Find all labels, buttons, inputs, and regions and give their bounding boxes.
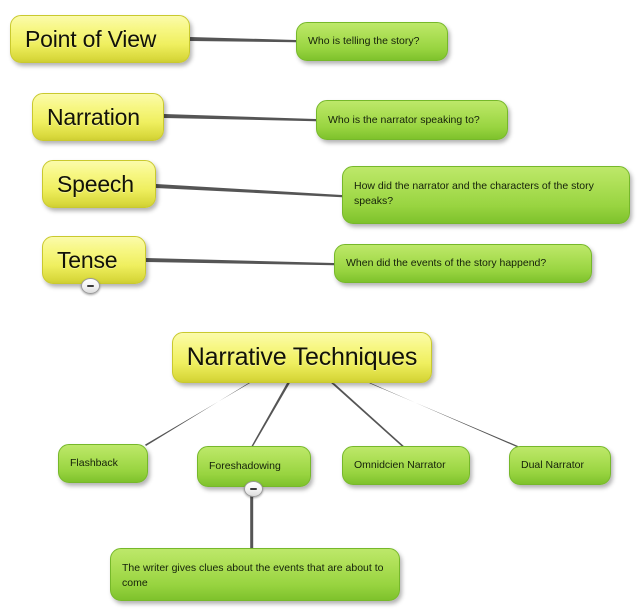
minus-icon — [87, 285, 94, 287]
connector-narration — [164, 114, 316, 122]
topic-node-narration[interactable]: Narration — [32, 93, 164, 141]
minus-icon — [250, 488, 257, 490]
question-node-speech[interactable]: How did the narrator and the characters … — [342, 166, 630, 224]
technique-label: Omnidcien Narrator — [354, 459, 446, 471]
connector-central-omnidcien — [330, 382, 406, 450]
connector-central-dual — [366, 381, 518, 448]
topic-label: Speech — [57, 170, 134, 197]
technique-node-foreshadowing[interactable]: Foreshadowing — [197, 446, 311, 497]
question-node-point-of-view[interactable]: Who is telling the story? — [296, 22, 448, 61]
technique-label: Foreshadowing — [209, 460, 281, 472]
technique-node-flashback[interactable]: Flashback — [58, 444, 148, 483]
question-label: When did the events of the story happend… — [346, 257, 547, 269]
connector-foreshadowing-note — [250, 488, 254, 552]
foreshadowing-collapse-toggle[interactable] — [244, 481, 263, 497]
technique-label: Dual Narrator — [521, 459, 585, 471]
technique-node-omnidcien-narrator[interactable]: Omnidcien Narrator — [342, 446, 470, 485]
note-label: The writer gives clues about the events … — [122, 562, 384, 589]
connector-speech — [156, 184, 342, 198]
question-label: Who is the narrator speaking to? — [328, 113, 480, 126]
topic-label: Point of View — [25, 25, 157, 52]
technique-node-dual-narrator[interactable]: Dual Narrator — [509, 446, 611, 485]
topic-node-tense[interactable]: Tense — [42, 236, 146, 294]
connector-central-foreshadowing — [251, 381, 291, 448]
central-node-label: Narrative Techniques — [186, 343, 418, 371]
tense-collapse-toggle[interactable] — [81, 278, 100, 294]
connector-tense — [146, 258, 334, 266]
question-node-tense[interactable]: When did the events of the story happend… — [334, 244, 592, 283]
technique-label: Flashback — [70, 457, 118, 469]
note-node-foreshadowing[interactable]: The writer gives clues about the events … — [110, 548, 400, 601]
topic-label: Narration — [47, 103, 140, 130]
topic-node-speech[interactable]: Speech — [42, 160, 156, 208]
connector-point-of-view — [190, 37, 296, 43]
central-node-narrative-techniques[interactable]: Narrative Techniques — [172, 332, 432, 383]
question-label: Who is telling the story? — [308, 35, 420, 47]
topic-node-point-of-view[interactable]: Point of View — [10, 15, 190, 63]
question-label: How did the narrator and the characters … — [354, 180, 594, 207]
question-node-narration[interactable]: Who is the narrator speaking to? — [316, 100, 508, 140]
connector-central-flashback — [145, 380, 254, 446]
topic-label: Tense — [57, 246, 118, 273]
